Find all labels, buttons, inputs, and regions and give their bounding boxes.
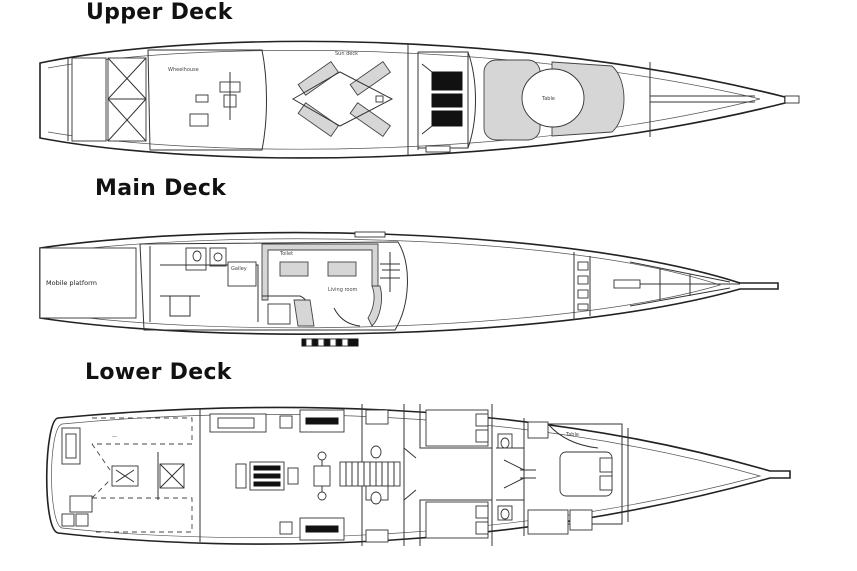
- main-engine: [235, 461, 299, 491]
- mobile-platform: [39, 247, 137, 319]
- lower-deck-plan: —: [45, 404, 791, 546]
- forward-bed: [559, 451, 613, 497]
- engine-shaft: [313, 451, 331, 501]
- main-galley: [227, 261, 257, 287]
- wheelhouse: [147, 49, 267, 151]
- lower-deck-hull: [45, 406, 791, 545]
- sun-loungers: [291, 60, 394, 138]
- lower-deck-title: Lower Deck: [85, 360, 232, 385]
- upper-deck-hull: [39, 40, 786, 159]
- main-galley-label: Galley: [231, 266, 247, 272]
- upper-deck-title: Upper Deck: [86, 0, 233, 25]
- cabin-2: [419, 499, 492, 546]
- main-saloon: [139, 241, 408, 331]
- wheelhouse-label: Wheelhouse: [168, 67, 199, 73]
- cabin-1: [419, 404, 492, 449]
- sundeck-label: Sun deck: [335, 51, 358, 57]
- galley-counter: [293, 299, 315, 327]
- living-cushion-2: [327, 261, 357, 277]
- upper-table: [521, 68, 585, 128]
- lower-table-label: Table: [565, 432, 579, 438]
- main-toilet-label: Toilet: [279, 251, 293, 257]
- upper-table-label: Table: [541, 96, 555, 102]
- upper-deck-plan: Wheelhouse Sun deck Table: [39, 40, 800, 159]
- mobile-platform-label: Mobile platform: [46, 279, 97, 287]
- forward-cabin: Table: [527, 423, 623, 535]
- anchor-winch: [577, 261, 589, 311]
- main-deck-title: Main Deck: [95, 176, 227, 201]
- lower-heads: [365, 409, 389, 543]
- svg-text:—: —: [112, 434, 117, 440]
- main-deck-hull: [39, 231, 779, 335]
- stern-locker: [71, 57, 107, 142]
- living-room-label: Living room: [328, 287, 358, 293]
- living-cushion-1: [279, 261, 309, 277]
- main-deck-plan: Mobile platform Galley Toilet Living roo…: [39, 231, 779, 347]
- living-room-sofa: [261, 243, 379, 301]
- upper-bar-seats: [421, 63, 463, 135]
